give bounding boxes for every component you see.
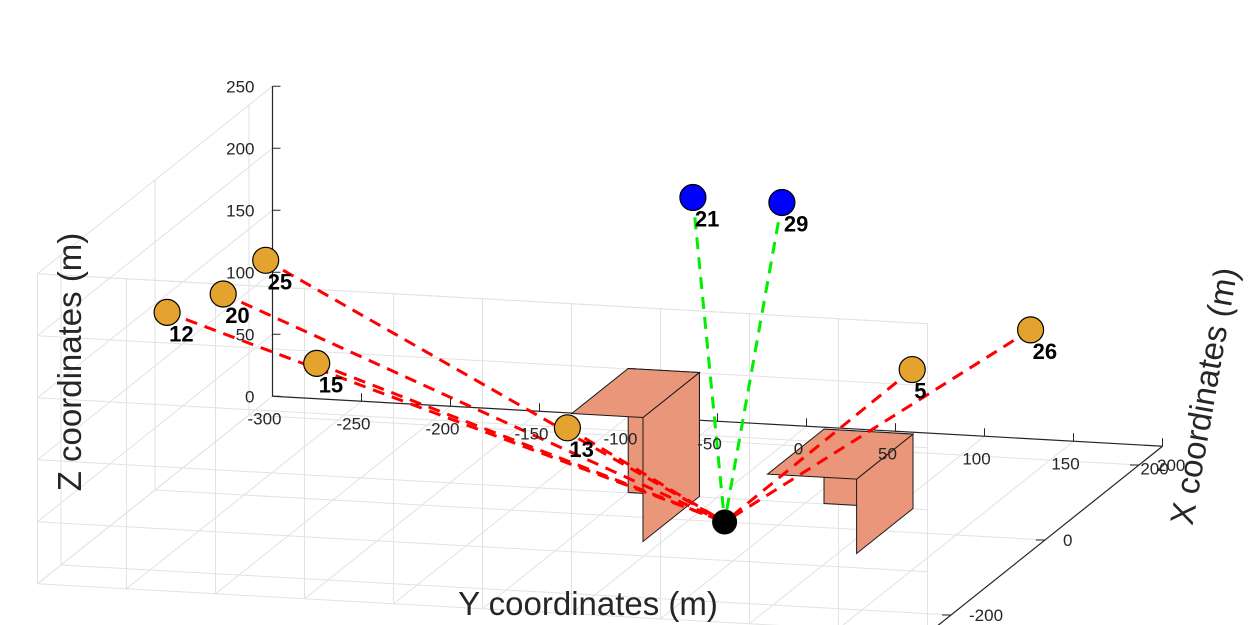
z-tick-label: 50	[236, 325, 255, 344]
y-tick-label: 50	[878, 444, 897, 463]
grid-line	[37, 521, 928, 573]
grid-line	[154, 489, 1046, 541]
y-tick-label: -50	[697, 434, 722, 453]
y-tick-label: 0	[794, 439, 803, 458]
node-label-13: 13	[569, 437, 593, 462]
z-axis-label: Z coordinates (m)	[51, 233, 88, 492]
building-2-top-face	[766, 428, 915, 480]
y-tick-label: 200	[1140, 459, 1168, 478]
x-tick-label: 0	[1063, 531, 1072, 550]
node-marker-21	[679, 183, 707, 212]
node-marker-20	[209, 280, 237, 308]
center-node-marker	[712, 509, 738, 535]
y-tick-label: -150	[514, 424, 548, 443]
link-line-25	[264, 258, 726, 524]
y-tick-label: 100	[962, 449, 990, 468]
link-line-21	[691, 197, 727, 523]
y-tick-label: -200	[425, 419, 459, 438]
z-tick-label: 150	[226, 201, 254, 220]
link-line-26	[723, 328, 1032, 524]
node-label-20: 20	[225, 303, 249, 328]
link-line-20	[222, 292, 726, 524]
grid-line	[37, 397, 928, 449]
z-tick-label: 100	[226, 263, 254, 282]
link-line-5	[723, 368, 914, 524]
node-label-26: 26	[1033, 339, 1057, 364]
z-tick-label: 250	[226, 77, 254, 96]
node-label-12: 12	[169, 321, 193, 346]
node-label-25: 25	[268, 269, 292, 294]
x-tick-label: -200	[969, 606, 1003, 625]
axes	[271, 85, 1163, 625]
node-marker-15	[303, 349, 331, 377]
node-marker-25	[252, 246, 280, 274]
link-line-13	[566, 426, 726, 524]
x-tick-label: 200	[1157, 456, 1185, 475]
node-label-5: 5	[914, 379, 926, 404]
y-tick-label: 150	[1051, 454, 1079, 473]
grid-lines	[37, 85, 1163, 625]
node-marker-26	[1016, 316, 1045, 344]
z-tick-label: 0	[245, 387, 254, 406]
grid-line	[37, 335, 928, 387]
node-label-29: 29	[784, 212, 808, 237]
grid-line	[37, 273, 928, 325]
link-line-15	[316, 362, 726, 524]
y-tick-label: -300	[247, 409, 281, 428]
x-axis-label: X coordinates (m)	[1163, 265, 1245, 528]
grid-line	[37, 583, 781, 625]
grid-line	[60, 564, 952, 616]
y-tick-label: -100	[603, 429, 637, 448]
node-label-21: 21	[695, 207, 719, 232]
node-marker-29	[768, 188, 796, 217]
building-1-top-face	[570, 367, 701, 419]
z-tick-label: 200	[226, 139, 254, 158]
y-axis-label: Y coordinates (m)	[458, 585, 718, 622]
plot-scene: 25 20 12 15 13 21 29 5 26	[153, 183, 1057, 555]
node-marker-13	[553, 414, 582, 442]
y-tick-label: -250	[336, 414, 370, 433]
node-label-15: 15	[319, 372, 343, 397]
node-marker-5	[898, 355, 926, 384]
node-marker-12	[153, 298, 181, 326]
grid-line	[37, 459, 928, 511]
link-line-29	[723, 202, 784, 523]
